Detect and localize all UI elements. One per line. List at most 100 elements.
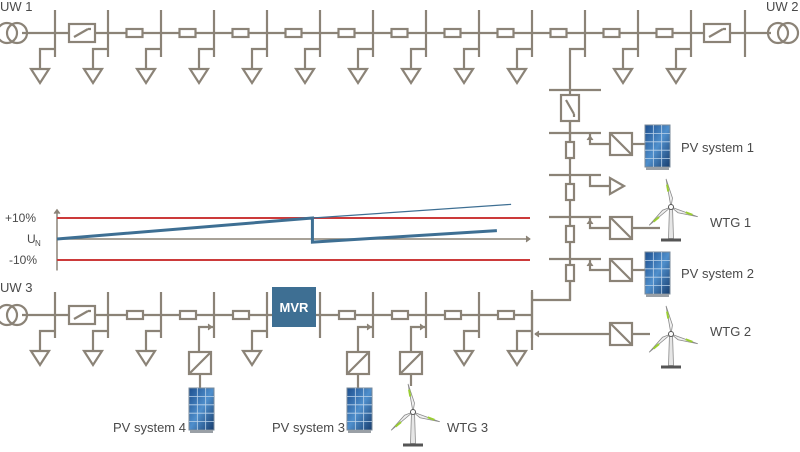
- arrow-icon: [366, 323, 372, 331]
- load-icon: [293, 67, 317, 86]
- load-tap: [674, 47, 691, 69]
- pv-panel-icon: [644, 251, 671, 297]
- arrow-icon: [586, 261, 594, 267]
- turbine-blade-stripe: [408, 389, 412, 397]
- icons: [188, 124, 698, 447]
- turbine-hub: [668, 204, 674, 210]
- load-icon: [664, 67, 688, 86]
- load-icon: [28, 349, 52, 368]
- load-icon: [505, 349, 529, 368]
- network-lines: [0, 10, 800, 388]
- resistor-icon: [564, 224, 576, 244]
- resistor-icon: [564, 182, 576, 202]
- load-icon: [452, 67, 476, 86]
- load-tap: [38, 47, 55, 69]
- turbine-base: [661, 365, 681, 369]
- switch-blade: [708, 27, 726, 38]
- tick-lower: -10%: [9, 253, 37, 267]
- load-icon: [240, 67, 264, 86]
- pv-base: [190, 430, 213, 433]
- pv-panel-icon: [644, 124, 671, 170]
- load-icon: [134, 67, 158, 86]
- resistor-icon: [443, 27, 462, 39]
- wind-turbine-icon: [390, 383, 440, 447]
- pv1-label: PV system 1: [681, 140, 754, 155]
- series-voltage-without-MVR: [312, 203, 512, 219]
- load-icon: [187, 67, 211, 86]
- resistor-icon: [655, 27, 674, 39]
- resistor-icon: [284, 27, 303, 39]
- arrow-icon: [534, 330, 540, 338]
- series-voltage-with-MVR: [56, 216, 497, 244]
- load-tap: [515, 47, 532, 69]
- inverter-diagonal: [188, 351, 212, 375]
- load-icon: [452, 349, 476, 368]
- turbine-blade-stripe: [666, 184, 670, 192]
- turbine-blade-stripe: [685, 211, 693, 216]
- load-tap: [197, 47, 214, 69]
- uw1-label: UW 1: [0, 0, 33, 14]
- load-icon: [134, 349, 158, 368]
- tick-nominal-sub: N: [35, 239, 41, 248]
- turbine-hub: [410, 409, 416, 415]
- y-axis-arrow: [53, 208, 61, 214]
- resistor-icon: [231, 27, 250, 39]
- turbine-blade: [665, 178, 673, 208]
- resistor-icon: [496, 309, 516, 321]
- tick-upper: +10%: [5, 211, 36, 225]
- load-tap: [144, 329, 161, 351]
- inverter-diagonal: [609, 132, 633, 156]
- transformer-uw3-icon: [0, 303, 19, 327]
- mvr-regulator[interactable]: MVR: [272, 287, 316, 327]
- resistor-icon: [549, 27, 568, 39]
- tap-pv4: [197, 325, 214, 352]
- pv-cells: [644, 124, 671, 168]
- pv2-label: PV system 2: [681, 266, 754, 281]
- turbine-blade: [648, 206, 672, 226]
- load-tap: [91, 47, 108, 69]
- pv-cells: [346, 387, 373, 431]
- uw3-label: UW 3: [0, 280, 33, 295]
- resistor-icon: [564, 140, 576, 160]
- turbine-base: [403, 443, 423, 447]
- tap-pv2: [588, 259, 610, 272]
- resistor-icon: [443, 309, 463, 321]
- resistor-icon: [602, 27, 621, 39]
- load-tap: [356, 47, 373, 69]
- turbine-blade: [407, 383, 415, 413]
- load-tap: [462, 47, 479, 69]
- transformer-uw1-icon: [0, 21, 19, 45]
- wtg2-label: WTG 2: [710, 324, 751, 339]
- inverter-diagonal: [399, 351, 423, 375]
- pv-panel-icon: [346, 387, 373, 433]
- turbine-hub: [668, 331, 674, 337]
- wind-turbine-icon: [648, 178, 698, 242]
- mvr-label: MVR: [280, 300, 310, 315]
- pv-base: [348, 430, 371, 433]
- turbine-blade: [412, 411, 440, 423]
- pv-base: [646, 294, 669, 297]
- wind-turbine-icon: [648, 305, 698, 369]
- mvr-box[interactable]: [272, 287, 316, 327]
- arrow-icon: [207, 323, 213, 331]
- pv3-label: PV system 3: [272, 420, 345, 435]
- resistor-icon: [178, 309, 198, 321]
- load-tap: [621, 47, 638, 69]
- resistor-icon: [125, 27, 144, 39]
- tap-pv3: [356, 325, 373, 352]
- turbine-blade-stripe: [427, 416, 435, 421]
- turbine-blade: [665, 305, 673, 335]
- load-tap: [515, 329, 532, 351]
- inverter-diagonal: [346, 351, 370, 375]
- x-axis-arrow: [525, 235, 531, 243]
- pv-panel-icon: [188, 387, 215, 433]
- turbine-blade: [648, 333, 672, 353]
- turbine-blade: [670, 333, 698, 345]
- pv4-label: PV system 4: [113, 420, 186, 435]
- resistor-icon: [337, 309, 357, 321]
- load-tap: [38, 329, 55, 351]
- load-icon: [399, 67, 423, 86]
- resistor-icon: [231, 309, 251, 321]
- switch-blade: [565, 99, 576, 117]
